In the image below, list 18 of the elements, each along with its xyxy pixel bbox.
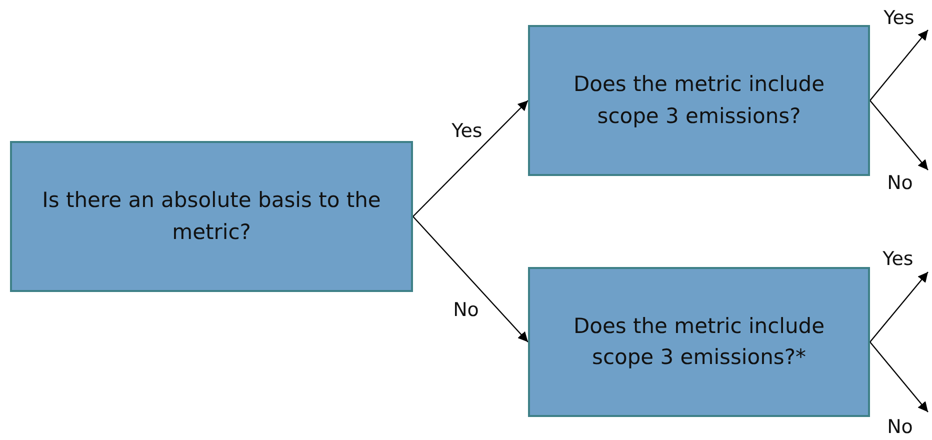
question-text: Does the metric include scope 3 emissions?* — [572, 312, 826, 371]
edge-label: Yes — [884, 7, 914, 29]
edge-label: No — [887, 172, 913, 194]
question-text: Is there an absolute basis to the metric? — [41, 187, 382, 246]
edge-label: No — [453, 299, 479, 321]
edge-label: Yes — [452, 120, 482, 142]
arrow — [412, 216, 528, 342]
arrow — [870, 100, 928, 170]
decision-box — [528, 267, 870, 417]
question-text: Does the metric include scope 3 emissions? — [572, 71, 826, 130]
edge-label: Yes — [882, 248, 914, 270]
arrow — [870, 342, 928, 412]
arrow — [870, 30, 928, 101]
edge-label: No — [887, 416, 913, 438]
decision-box — [528, 25, 870, 176]
arrow — [412, 100, 528, 217]
arrow — [870, 272, 928, 342]
decision-box — [10, 141, 413, 292]
